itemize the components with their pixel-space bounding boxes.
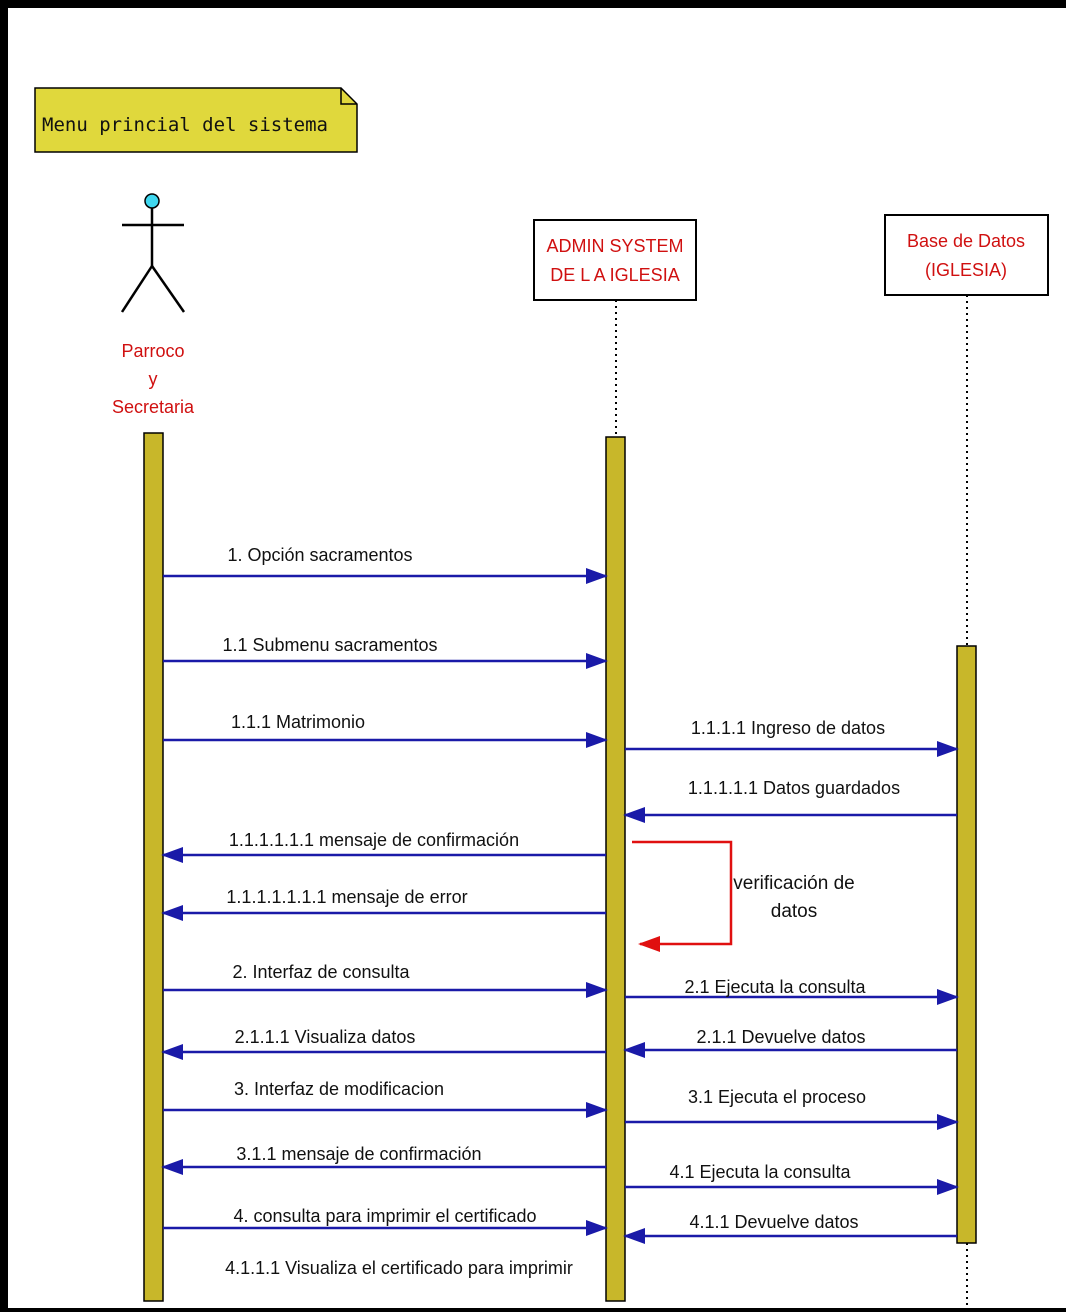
message-m2: 1.1 Submenu sacramentos [163, 635, 608, 669]
message-m1: 1. Opción sacramentos [163, 545, 608, 584]
lifeline-database-head: Base de Datos (IGLESIA) [884, 214, 1049, 296]
message-label: 1.1 Submenu sacramentos [222, 635, 437, 655]
message-m14: 3.1.1 mensaje de confirmación [161, 1144, 606, 1175]
message-label: 1.1.1.1 Ingreso de datos [691, 718, 885, 738]
note-box [34, 87, 358, 153]
lifeline-system-head: ADMIN SYSTEM DE L A IGLESIA [533, 219, 697, 301]
activation-database [956, 645, 977, 1244]
message-m4: 1.1.1.1 Ingreso de datos [625, 718, 959, 757]
actor-icon [120, 193, 186, 313]
message-label: 4. consulta para imprimir el certificado [233, 1206, 536, 1226]
note: Menu princial del sistema [34, 87, 358, 153]
message-m6: 1.1.1.1.1.1 mensaje de confirmación [161, 830, 606, 863]
self-message-line-2: datos [771, 901, 817, 922]
message-label: 1.1.1.1.1.1 mensaje de confirmación [229, 830, 519, 850]
message-m5: 1.1.1.1.1 Datos guardados [623, 778, 957, 823]
self-message: verificación de datos [632, 840, 855, 952]
message-m8: 2. Interfaz de consulta [163, 962, 608, 998]
message-label: 4.1.1.1 Visualiza el certificado para im… [225, 1258, 573, 1278]
message-label: 2.1 Ejecuta la consulta [684, 977, 866, 997]
message-m3: 1.1.1 Matrimonio [163, 712, 608, 748]
lifeline-system-label-2: DE L A IGLESIA [550, 265, 679, 285]
messages: 1. Opción sacramentos 1.1 Submenu sacrame… [161, 545, 959, 1278]
message-m11: 2.1.1 Devuelve datos [623, 1027, 957, 1058]
message-label: 1.1.1.1.1.1.1 mensaje de error [226, 887, 467, 907]
message-m17: 4.1.1 Devuelve datos [623, 1212, 957, 1244]
note-title: Menu princial del sistema [42, 114, 328, 136]
message-label: 1. Opción sacramentos [227, 545, 412, 565]
actor: Parroco y Secretaria [112, 193, 195, 417]
actor-label-line-3: Secretaria [112, 397, 195, 417]
actor-label-line-2: y [149, 369, 158, 389]
lifeline-system-label-1: ADMIN SYSTEM [546, 236, 683, 256]
message-m16: 4. consulta para imprimir el certificado [163, 1206, 608, 1236]
message-m10: 2.1.1.1 Visualiza datos [161, 1027, 606, 1060]
self-message-arrow [632, 840, 733, 952]
message-label: 3.1 Ejecuta el proceso [688, 1087, 866, 1107]
note-fold [340, 88, 357, 105]
message-m18: 4.1.1.1 Visualiza el certificado para im… [225, 1258, 573, 1278]
lifeline-database-label-2: (IGLESIA) [925, 260, 1007, 280]
message-label: 3.1.1 mensaje de confirmación [236, 1144, 481, 1164]
activation-actor [143, 432, 164, 1302]
message-label: 4.1 Ejecuta la consulta [669, 1162, 851, 1182]
activation-system [605, 436, 626, 1302]
lifeline-database-label-1: Base de Datos [907, 231, 1025, 251]
message-label: 4.1.1 Devuelve datos [689, 1212, 858, 1232]
message-label: 1.1.1 Matrimonio [231, 712, 365, 732]
message-label: 2. Interfaz de consulta [232, 962, 410, 982]
message-m7: 1.1.1.1.1.1.1 mensaje de error [161, 887, 606, 921]
lifeline-database-box [884, 214, 1049, 296]
message-label: 3. Interfaz de modificacion [234, 1079, 444, 1099]
lifeline-system-box [533, 219, 697, 301]
message-m12: 3. Interfaz de modificacion [163, 1079, 608, 1118]
message-label: 2.1.1.1 Visualiza datos [235, 1027, 416, 1047]
message-label: 1.1.1.1.1 Datos guardados [688, 778, 900, 798]
actor-right-leg [150, 265, 186, 313]
message-m9: 2.1 Ejecuta la consulta [625, 977, 959, 1005]
message-label: 2.1.1 Devuelve datos [696, 1027, 865, 1047]
actor-head [144, 193, 160, 209]
actor-left-leg [120, 265, 154, 313]
self-message-line-1: verificación de [733, 873, 854, 894]
message-m13: 3.1 Ejecuta el proceso [625, 1087, 959, 1130]
actor-label-line-1: Parroco [121, 341, 184, 361]
message-m15: 4.1 Ejecuta la consulta [625, 1162, 959, 1195]
